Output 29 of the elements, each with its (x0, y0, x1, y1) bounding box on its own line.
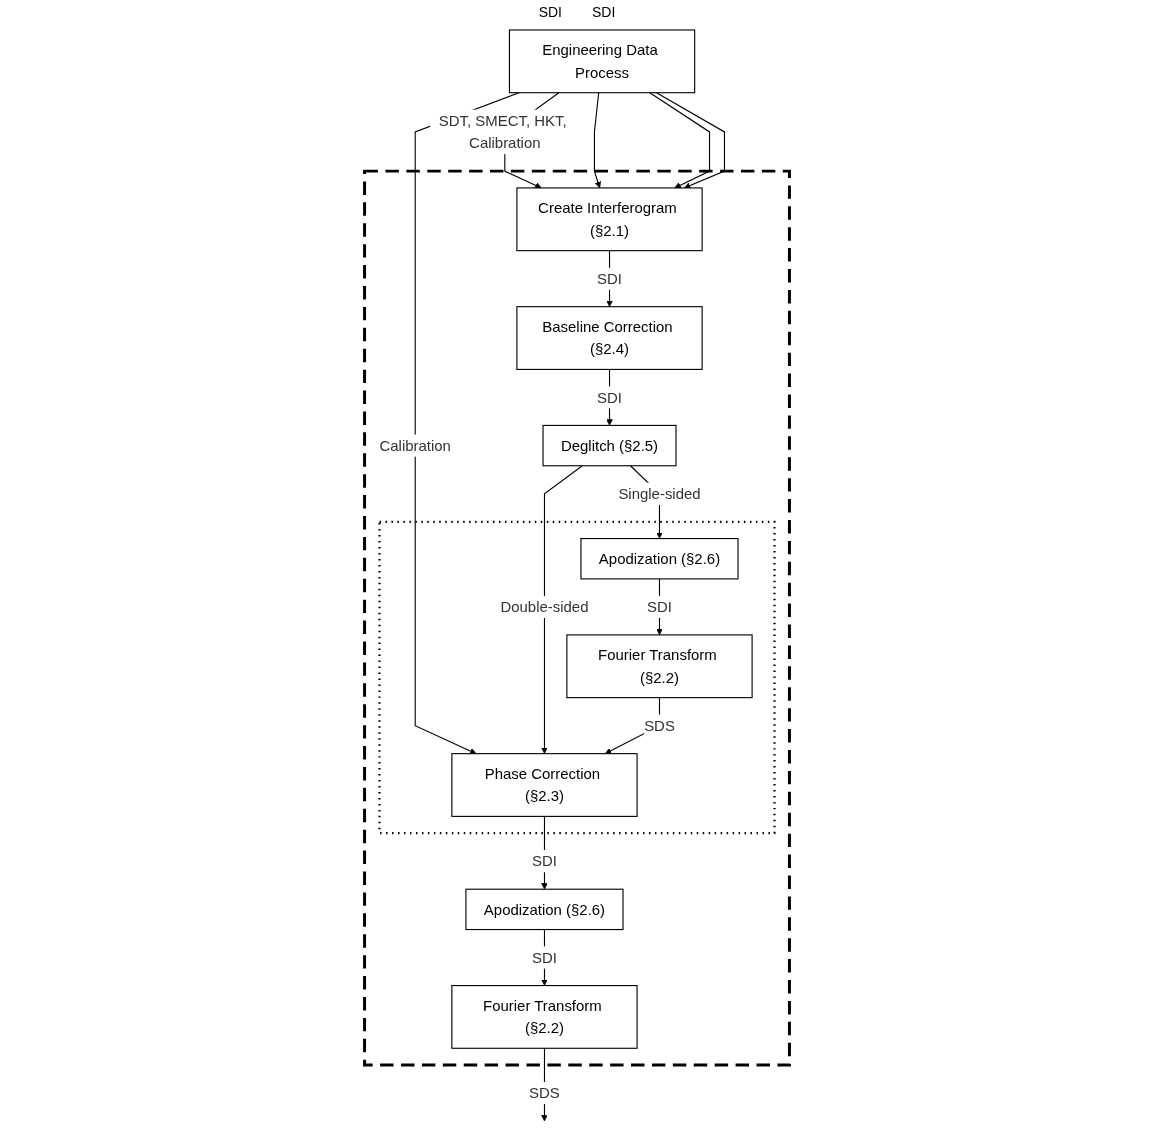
edge-label: SDI (647, 598, 672, 616)
node-box: Apodization (§2.6) (580, 538, 739, 580)
note-label: SDI (592, 4, 616, 20)
edge-label: SDT, SMECT, HKT, Calibration (438, 112, 567, 152)
cluster (378, 520, 776, 835)
edge-label: SDS (529, 1084, 560, 1102)
edge-label: SDI (532, 852, 557, 870)
node-box: Apodization (§2.6) (465, 888, 624, 931)
edge-label: Double-sided (500, 598, 589, 616)
node-box: Phase Correction (§2.3) (451, 753, 638, 817)
node-box: Create Interferogram (§2.1) (516, 187, 703, 252)
note-label: SDI (538, 4, 562, 20)
edge-label: SDI (532, 949, 557, 966)
arrow (655, 92, 725, 189)
edge-label: SDI (597, 270, 622, 287)
edge-label: SDS (644, 717, 675, 734)
arrow (541, 465, 583, 754)
node-box: Engineering Data Process (508, 29, 696, 94)
edge-label: Calibration (379, 437, 451, 454)
node-box: Fourier Transform (§2.2) (451, 985, 638, 1049)
arrow (414, 92, 520, 755)
edge-label: SDI (597, 389, 622, 406)
edge-label: Single-sided (618, 485, 701, 502)
arrow (649, 92, 711, 189)
node-box: Fourier Transform (§2.2) (566, 634, 753, 699)
node-box: Deglitch (§2.5) (542, 424, 677, 467)
node-box: Baseline Correction (§2.4) (516, 306, 703, 370)
arrow (593, 92, 602, 189)
cluster (363, 169, 791, 1067)
